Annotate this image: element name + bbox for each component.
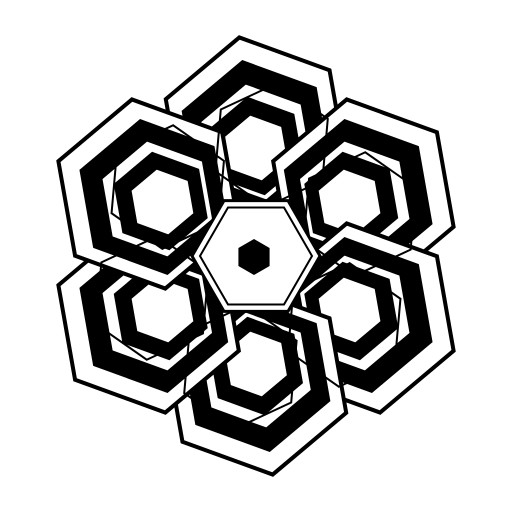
center-hexagon-inner-outline (198, 206, 314, 306)
center-group (190, 199, 322, 313)
petal-group (56, 35, 456, 477)
petal-5 (56, 221, 241, 415)
petal-core (316, 275, 383, 345)
petal-2 (271, 97, 456, 291)
petal-core (316, 167, 383, 237)
petal-core (129, 167, 196, 237)
center-solid-hexagon (238, 239, 270, 275)
petal-core (129, 275, 196, 345)
